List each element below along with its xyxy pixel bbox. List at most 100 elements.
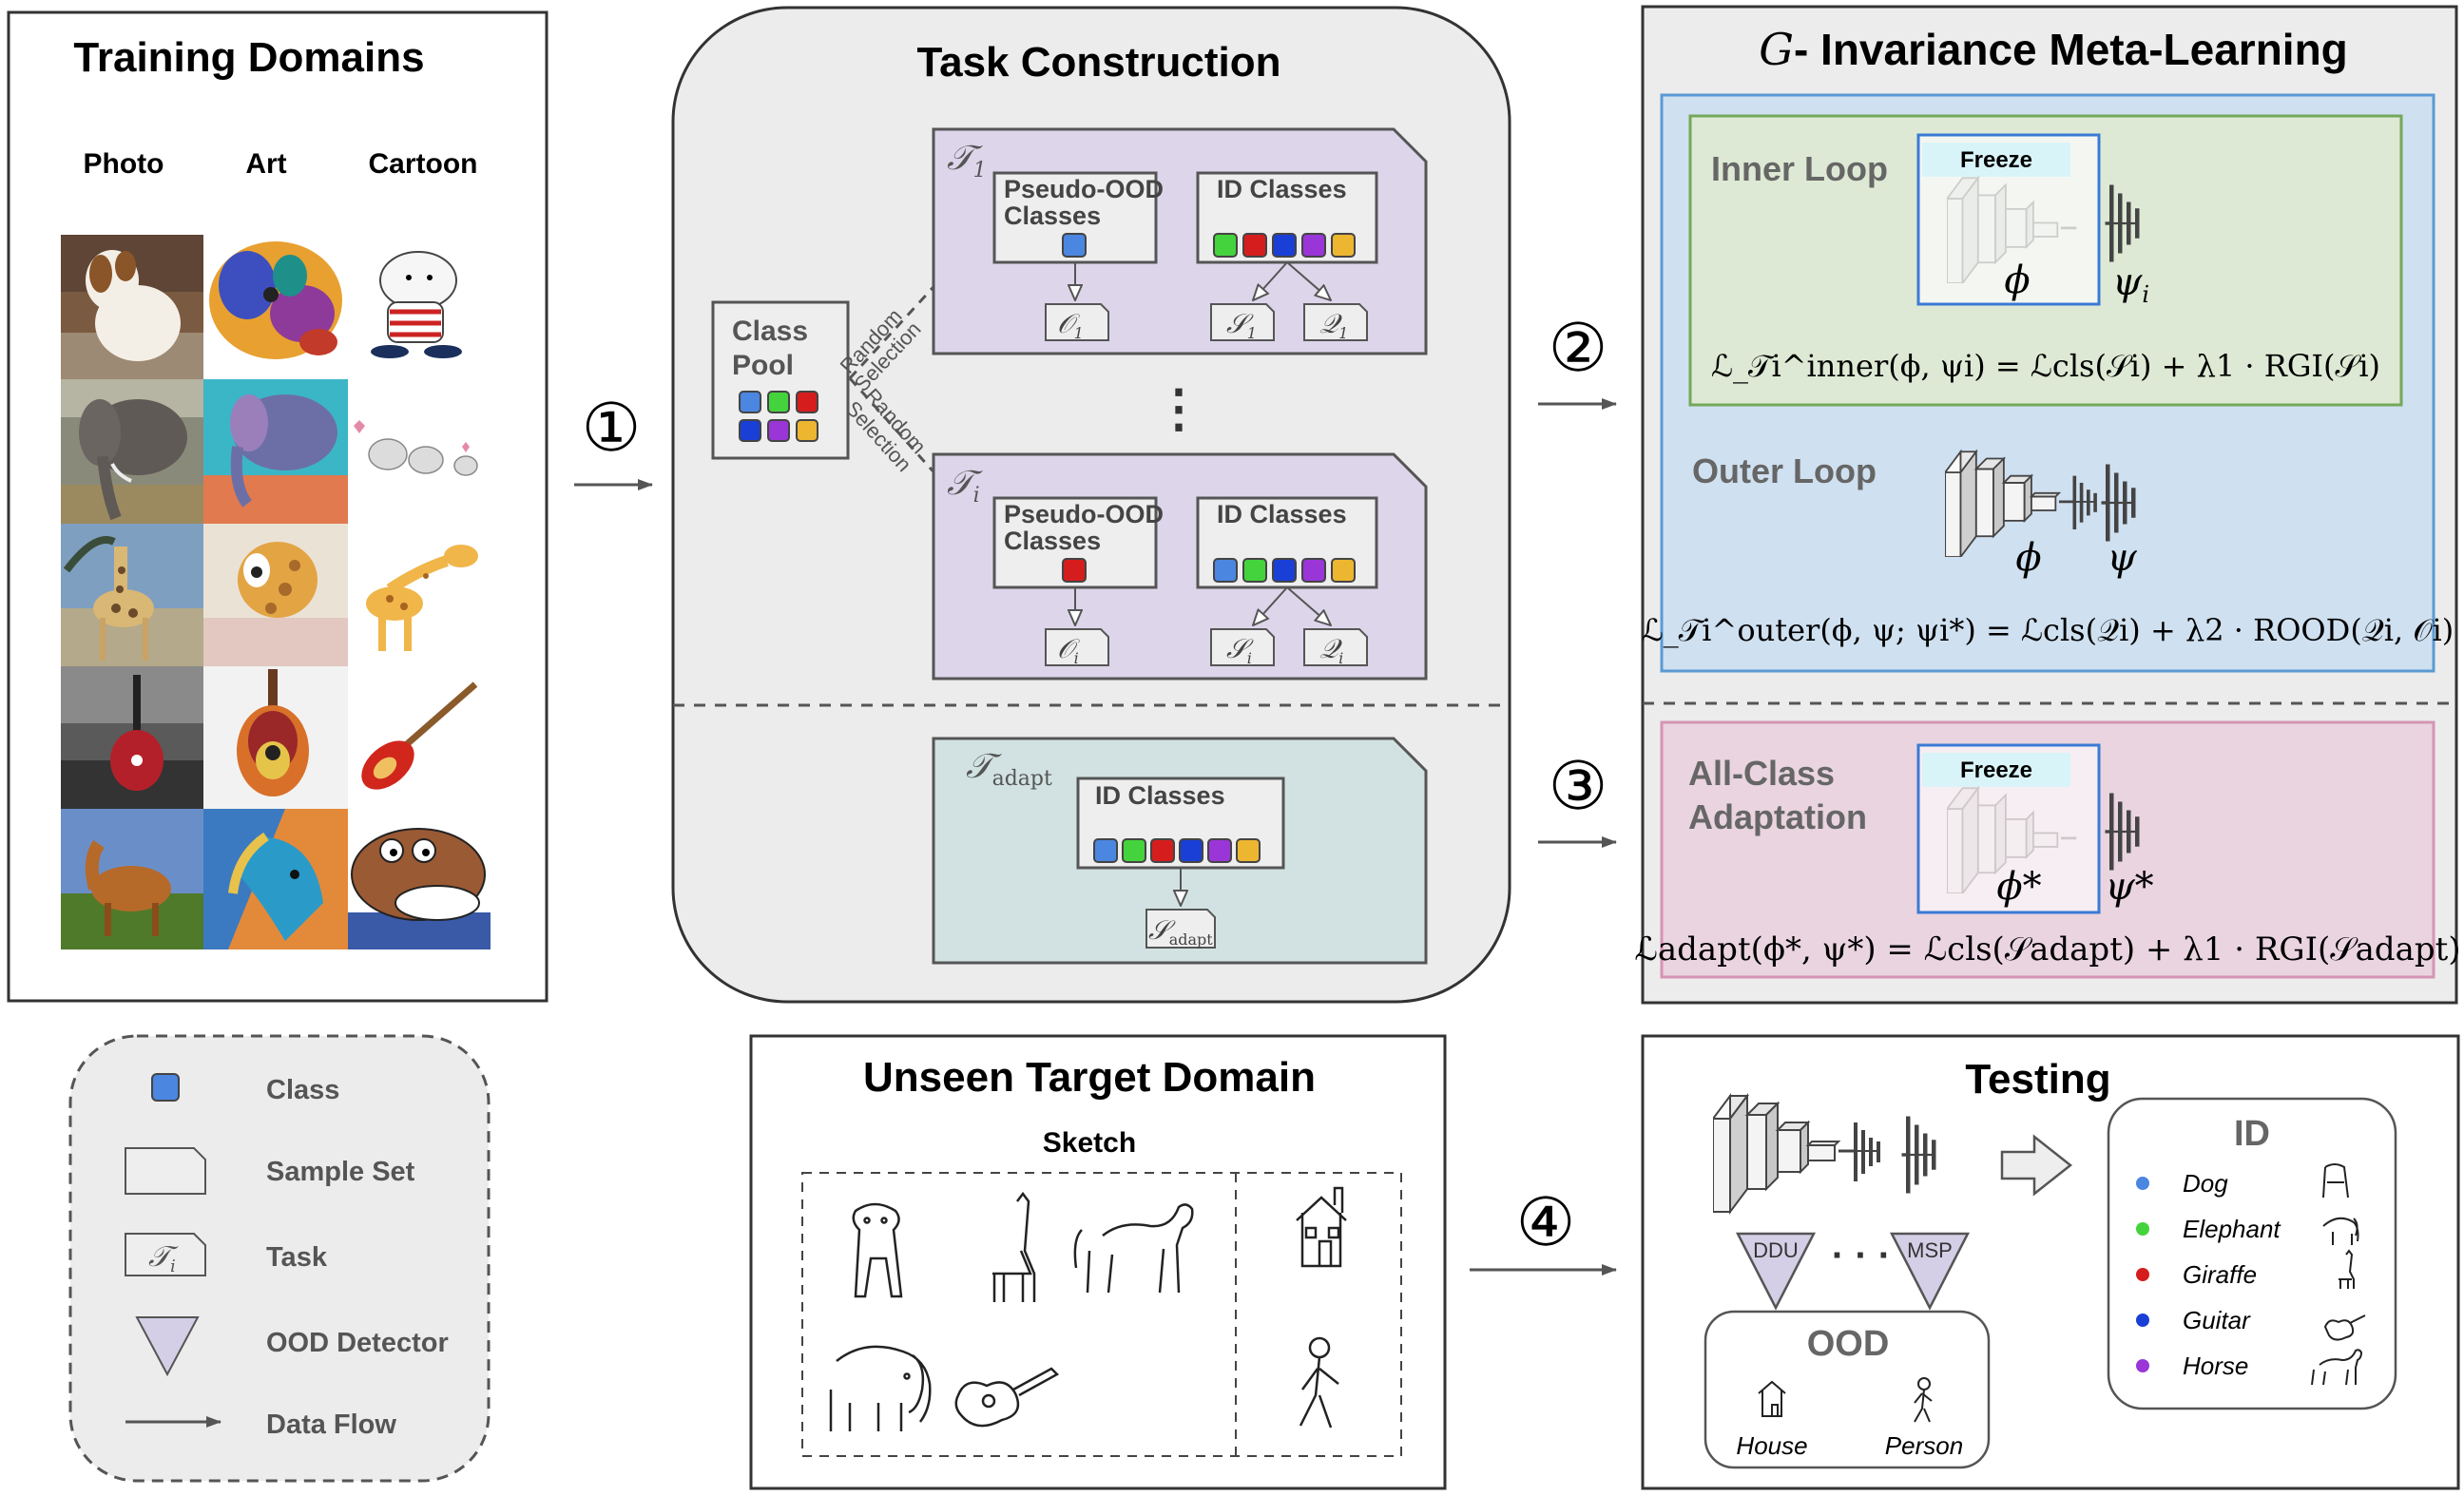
sketch-guitar xyxy=(954,1367,1060,1428)
elephant-art-image xyxy=(203,379,348,524)
class-pool-label-2: Pool xyxy=(732,350,794,381)
guitar-art-image xyxy=(203,666,348,809)
adaptation-title-2: Adaptation xyxy=(1688,797,1867,836)
legend-sample-set-shape xyxy=(125,1147,206,1195)
task-i-label: 𝒯i xyxy=(947,464,983,508)
msp-detector xyxy=(1889,1232,1971,1311)
pseudo-ood-class-swatch-i xyxy=(1062,558,1087,583)
ood-house-icon xyxy=(1758,1380,1786,1417)
id-item-horse: Horse xyxy=(2136,1349,2363,1386)
sample-set-qi xyxy=(1303,628,1368,666)
inner-loop-title: Inner Loop xyxy=(1711,149,1888,188)
outer-loop-title: Outer Loop xyxy=(1692,451,1877,490)
column-photo: Photo xyxy=(84,148,164,180)
horse-photo-image xyxy=(61,809,203,949)
adapt-loss-equation: ℒadapt(ϕ*, ψ*) = ℒcls(𝒮adapt) + λ1 · RGI… xyxy=(1634,930,2460,969)
ddu-label: DDU xyxy=(1753,1238,1799,1262)
svg-text:Elephant: Elephant xyxy=(2183,1215,2281,1243)
sketch-house xyxy=(1296,1186,1347,1268)
detector-ellipsis: · · · xyxy=(1832,1235,1891,1276)
o1-label: 𝒪1 xyxy=(1057,308,1084,342)
elephant-cartoon-image xyxy=(348,379,491,524)
class-pool-label-1: Class xyxy=(732,316,808,347)
id-results-title: ID xyxy=(2234,1114,2270,1154)
adaptation-title-1: All-Class xyxy=(1688,754,1835,793)
id-classes-swatches-adapt xyxy=(1093,838,1261,863)
inner-phi-label: ϕ xyxy=(2004,259,2030,302)
sketch-giraffe xyxy=(992,1191,1036,1302)
horse-cartoon-image xyxy=(348,809,491,949)
legend-ood-detector-label: OOD Detector xyxy=(266,1328,449,1358)
training-domains-title: Training Domains xyxy=(73,34,424,81)
horse-art-image xyxy=(203,809,348,949)
giraffe-photo-image xyxy=(61,524,203,666)
adapt-phi-label: ϕ* xyxy=(1996,865,2041,909)
sketch-horse xyxy=(1073,1203,1194,1294)
q1-label: 𝒬1 xyxy=(1319,308,1348,342)
ood-item-person: Person xyxy=(1885,1431,1963,1460)
class-pool-swatches xyxy=(739,391,818,442)
guitar-cartoon-image xyxy=(348,666,491,809)
msp-label: MSP xyxy=(1907,1238,1953,1262)
giraffe-cartoon-image xyxy=(348,524,491,666)
adapt-freeze-badge xyxy=(1922,753,2070,787)
vertical-ellipsis: ⋮ xyxy=(1153,380,1204,437)
id-classes-swatches-i xyxy=(1213,558,1356,583)
legend-sample-set-label: Sample Set xyxy=(266,1157,415,1187)
sketch-samples-box xyxy=(801,1172,1402,1457)
sample-set-s1 xyxy=(1210,303,1275,341)
adapt-freeze-label: Freeze xyxy=(1960,758,2032,783)
step-4-marker: ④ xyxy=(1516,1185,1576,1259)
ood-item-house: House xyxy=(1736,1431,1807,1460)
id-classes-swatches-1 xyxy=(1213,233,1356,258)
sketch-dog xyxy=(852,1202,903,1298)
id-classes-label: ID Classes xyxy=(1217,175,1347,203)
inner-loss-equation: ℒ_𝒯i^inner(ϕ, ψi) = ℒcls(𝒮i) + λ1 · RGI(… xyxy=(1711,348,2380,384)
ood-person-icon xyxy=(1914,1377,1933,1423)
guitar-photo-image xyxy=(61,666,203,809)
ood-results-title: OOD xyxy=(1807,1324,1890,1364)
id-item-guitar: Guitar xyxy=(2136,1306,2366,1341)
svg-text:Dog: Dog xyxy=(2183,1169,2228,1198)
legend-data-flow-label: Data Flow xyxy=(266,1410,396,1440)
column-art: Art xyxy=(245,148,286,180)
id-classes-label-i: ID Classes xyxy=(1217,500,1347,528)
meta-learning-panel: G- Invariance Meta-Learning Inner Loop F… xyxy=(1634,5,2461,1005)
svg-text:Guitar: Guitar xyxy=(2183,1306,2251,1334)
pseudo-ood-label-i: Pseudo-OOD xyxy=(1004,500,1164,528)
svg-text:Giraffe: Giraffe xyxy=(2183,1260,2257,1289)
pseudo-ood-label: Pseudo-OOD xyxy=(1004,175,1164,203)
legend-ood-detector-shape xyxy=(135,1316,200,1377)
dog-cartoon-image xyxy=(348,235,491,379)
inner-freeze-label: Freeze xyxy=(1960,147,2032,173)
outer-psi-label: ψ xyxy=(2107,536,2137,580)
dog-art-image xyxy=(203,235,348,379)
legend-task-shape xyxy=(125,1233,206,1276)
meta-learning-title: G- Invariance Meta-Learning xyxy=(1759,24,2348,75)
ddu-detector xyxy=(1735,1232,1817,1311)
target-domain-subtitle: Sketch xyxy=(1043,1127,1136,1159)
to-id-arrow xyxy=(2000,1134,2073,1197)
dog-photo-image xyxy=(61,235,203,379)
task-construction-panel: Task Construction Class Pool Random Sele… xyxy=(671,6,1511,1004)
sketch-elephant xyxy=(829,1345,932,1431)
qi-label: 𝒬i xyxy=(1319,633,1343,667)
ood-results-box xyxy=(1704,1310,1991,1469)
legend-class-swatch xyxy=(151,1073,180,1102)
giraffe-art-image xyxy=(203,524,348,666)
step-2-marker: ② xyxy=(1549,311,1608,385)
id-item-dog: Dog xyxy=(2136,1163,2349,1199)
id-item-elephant: Elephant xyxy=(2136,1215,2359,1245)
target-domain-panel: Unseen Target Domain Sketch xyxy=(749,1034,1447,1490)
id-item-giraffe: Giraffe xyxy=(2136,1249,2355,1289)
target-domain-title: Unseen Target Domain xyxy=(863,1054,1316,1101)
training-domains-panel: Training Domains Photo Art Cartoon xyxy=(7,10,549,1003)
sample-set-oi xyxy=(1045,628,1109,666)
pseudo-ood-label-2: Classes xyxy=(1004,201,1101,230)
step-1-marker: ① xyxy=(582,391,642,465)
step-3-marker: ③ xyxy=(1549,749,1608,823)
sample-set-si xyxy=(1210,628,1275,666)
sketch-person xyxy=(1299,1336,1339,1429)
inner-psi-label: ψi xyxy=(2112,260,2149,308)
